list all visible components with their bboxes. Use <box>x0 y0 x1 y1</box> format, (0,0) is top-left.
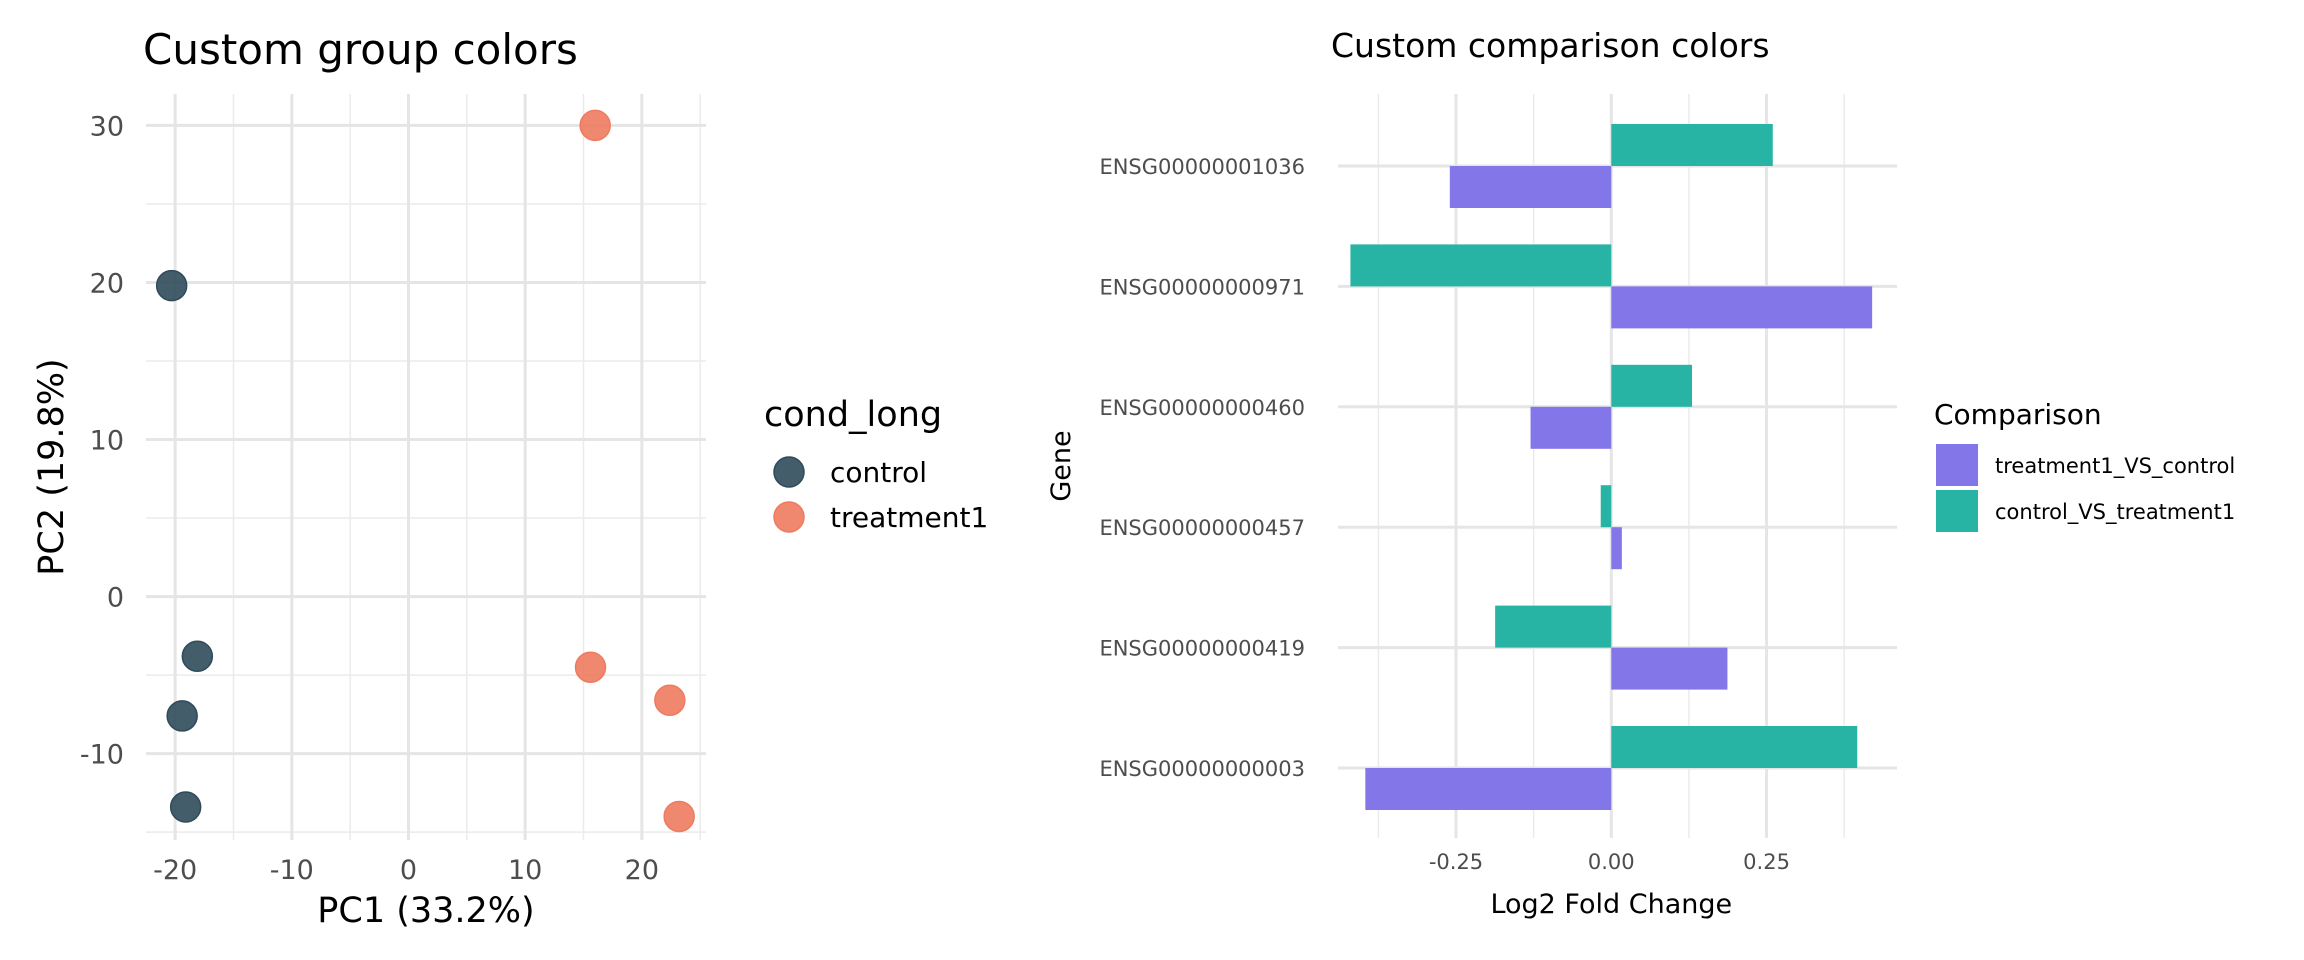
bar-treatment1_VS_control <box>1449 166 1612 208</box>
legend-key-control_VS_treatment1 <box>1936 490 1978 532</box>
y-tick-label: 0 <box>107 583 124 614</box>
bar-control_VS_treatment1 <box>1611 726 1858 768</box>
x-tick-label: 10 <box>508 855 542 886</box>
bar-treatment1_VS_control <box>1611 286 1873 329</box>
gene-tick-label: ENSG00000000971 <box>1099 275 1305 299</box>
data-point-control <box>166 700 198 732</box>
legend-key-treatment1_VS_control <box>1936 444 1978 486</box>
bar-title: Custom comparison colors <box>1331 26 1770 65</box>
bar-legend-title: Comparison <box>1934 398 2102 431</box>
data-point-control <box>155 269 188 302</box>
bar-treatment1_VS_control <box>1530 406 1612 449</box>
gene-tick-label: ENSG00000001036 <box>1099 155 1305 179</box>
legend-key-control <box>773 456 805 488</box>
x-tick-label: 0 <box>400 855 417 886</box>
pca-points <box>155 109 695 833</box>
pca-title: Custom group colors <box>143 25 578 74</box>
data-point-control <box>181 640 214 672</box>
x-tick-label: 0.25 <box>1743 850 1790 874</box>
gene-tick-label: ENSG00000000419 <box>1099 637 1305 661</box>
legend-label-treatment1: treatment1 <box>830 501 988 534</box>
bar-control_VS_treatment1 <box>1600 485 1612 528</box>
y-tick-label: 30 <box>90 111 124 142</box>
x-tick-label: -20 <box>153 855 197 886</box>
bar-treatment1_VS_control <box>1611 527 1622 570</box>
data-point-treatment1 <box>579 109 611 142</box>
bar-control_VS_treatment1 <box>1495 605 1612 648</box>
gene-tick-label: ENSG00000000460 <box>1099 396 1305 420</box>
gene-tick-label: ENSG00000000457 <box>1099 516 1305 540</box>
bar-control_VS_treatment1 <box>1611 364 1693 407</box>
legend-label-control_VS_treatment1: control_VS_treatment1 <box>1995 500 2235 525</box>
bar-control_VS_treatment1 <box>1611 124 1773 166</box>
fold-change-chart: -0.25 0.00 0.25 ENSG00000001036ENSG00000000… <box>1046 26 2235 920</box>
pca-chart: -20 -10 0 10 20 -10 0 10 20 30 Custom group colors… <box>32 25 988 931</box>
x-tick-label: -10 <box>270 855 314 886</box>
data-point-treatment1 <box>654 684 686 716</box>
legend-key-treatment1 <box>773 501 805 533</box>
bar-treatment1_VS_control <box>1365 768 1612 810</box>
pca-legend-title: cond_long <box>764 395 942 435</box>
legend-label-treatment1_VS_control: treatment1_VS_control <box>1995 454 2235 479</box>
legend-label-control: control <box>830 456 927 489</box>
bar-y-axis-title: Gene <box>1046 430 1077 501</box>
gene-tick-label: ENSG00000000003 <box>1099 757 1305 781</box>
pca-x-axis-title: PC1 (33.2%) <box>317 891 534 931</box>
fold-change-bars <box>1350 124 1873 810</box>
x-tick-label: -0.25 <box>1429 850 1483 874</box>
x-tick-label: 20 <box>625 855 659 886</box>
data-point-treatment1 <box>574 651 607 683</box>
x-tick-label: 0.00 <box>1588 850 1635 874</box>
data-point-control <box>169 791 202 823</box>
pca-gridlines <box>146 94 706 840</box>
bar-x-axis-title: Log2 Fold Change <box>1490 889 1732 920</box>
bar-legend: Comparison treatment1_VS_control control_V… <box>1934 398 2235 532</box>
y-tick-label: 20 <box>90 268 124 299</box>
y-tick-label: 10 <box>90 426 124 457</box>
y-tick-label: -10 <box>80 740 124 771</box>
data-point-treatment1 <box>663 800 695 833</box>
pca-y-axis-title: PC2 (19.8%) <box>32 358 72 575</box>
bar-control_VS_treatment1 <box>1350 244 1612 287</box>
bar-treatment1_VS_control <box>1611 647 1728 690</box>
